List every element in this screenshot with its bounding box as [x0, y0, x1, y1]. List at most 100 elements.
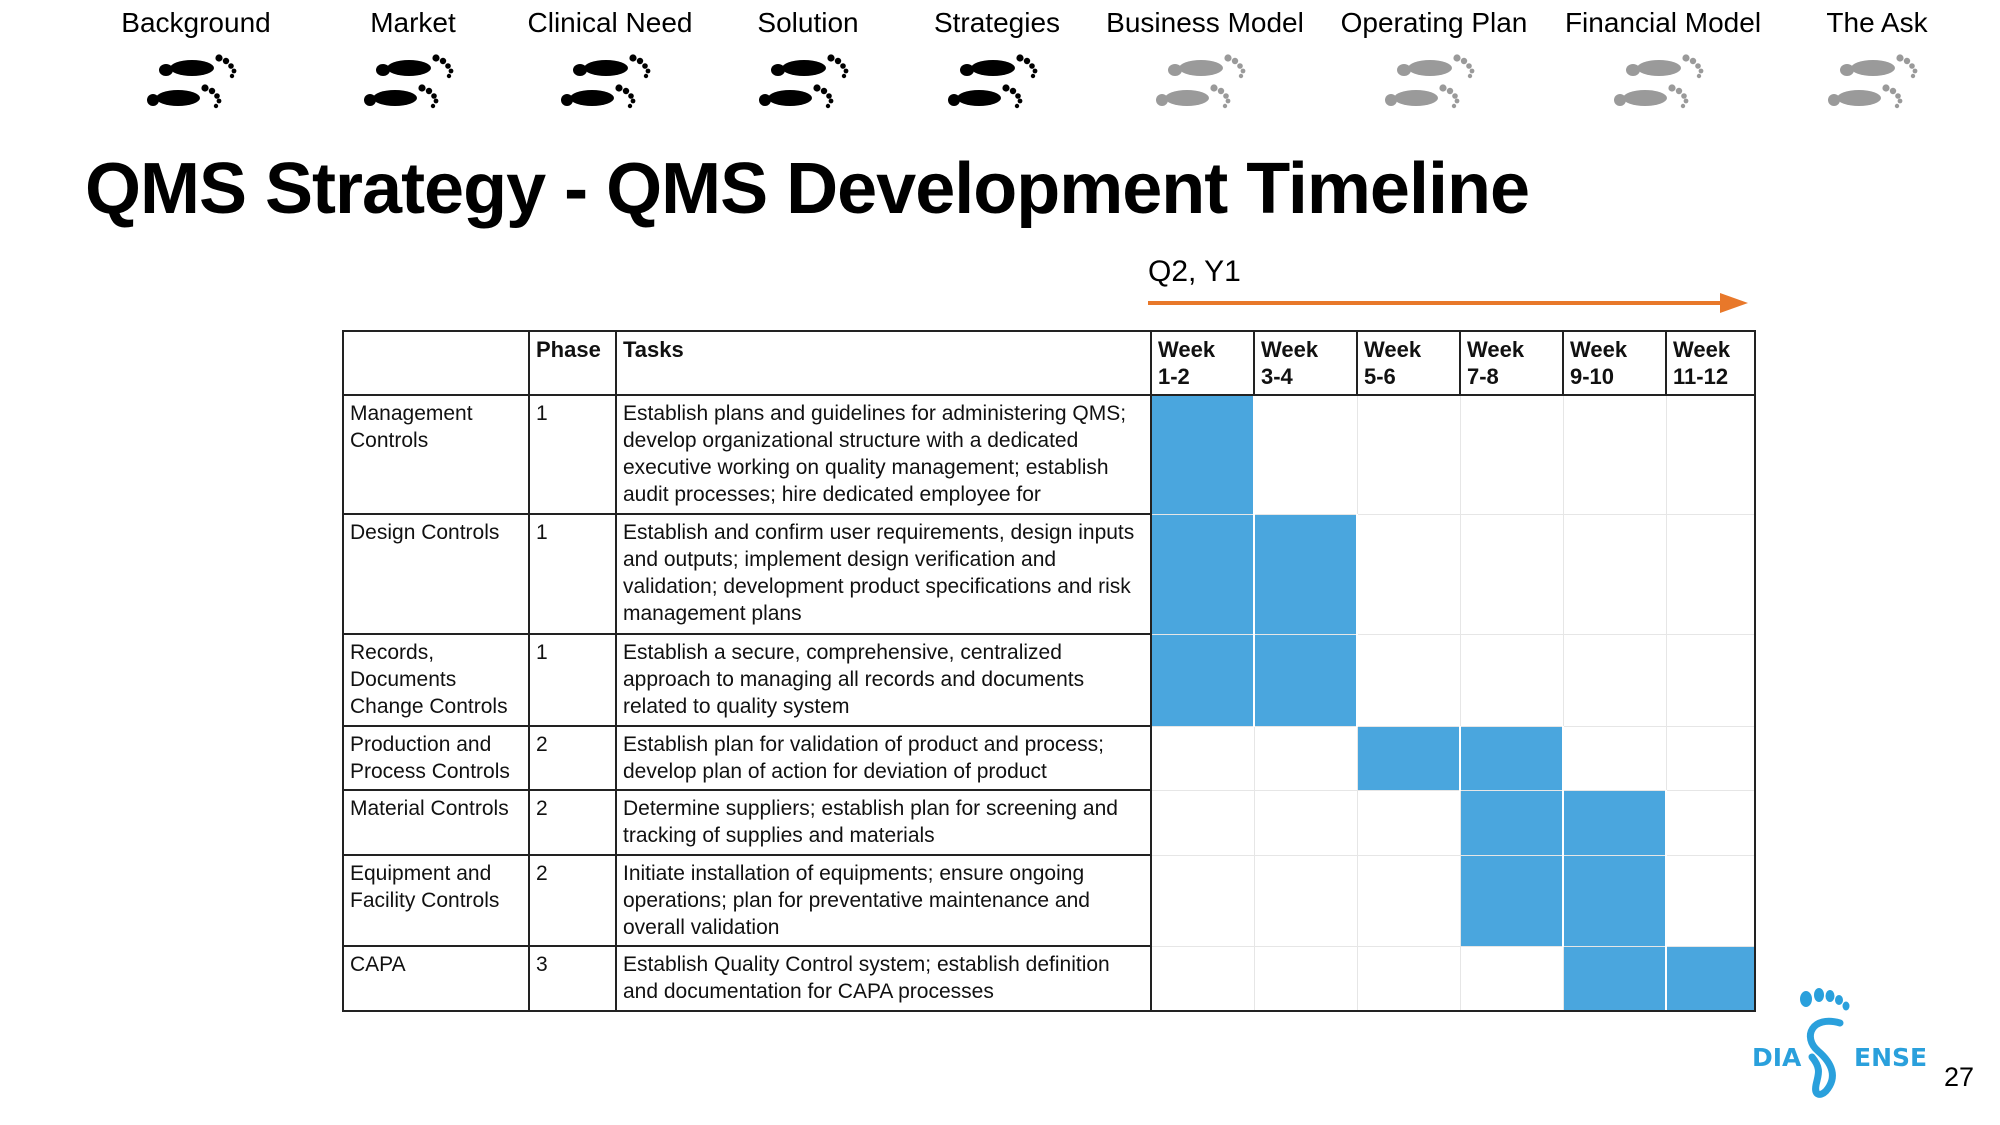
nav-step-4[interactable]: Solution [703, 0, 913, 116]
gantt-empty-cell [1357, 634, 1461, 727]
gantt-empty-cell [1666, 514, 1756, 635]
gantt-empty-cell [1357, 514, 1461, 635]
page-title: QMS Strategy - QMS Development Timeline [85, 149, 1530, 229]
gantt-bar-cell [1254, 514, 1358, 635]
gantt-empty-cell [1460, 514, 1564, 635]
nav-step-8[interactable]: Financial Model [1558, 0, 1768, 116]
timeline-arrow [1148, 293, 1748, 313]
footprints-icon [1614, 54, 1704, 109]
gantt-empty-cell [1357, 946, 1461, 1012]
tasks-cell: Establish and confirm user requirements,… [615, 513, 1152, 635]
week-header-range: 3-4 [1261, 364, 1293, 389]
nav-step-label: The Ask [1826, 7, 1928, 38]
category-cell: Records, Documents Change Controls [342, 633, 530, 727]
nav-step-label: Solution [757, 7, 859, 38]
tasks-cell: Initiate installation of equipments; ens… [615, 854, 1152, 947]
week-header-range: 5-6 [1364, 364, 1396, 389]
gantt-empty-cell [1563, 634, 1667, 727]
gantt-empty-cell [1460, 395, 1564, 515]
nav-step-label: Background [121, 7, 271, 38]
nav-step-3[interactable]: Clinical Need [505, 0, 715, 116]
phase-cell: 1 [528, 513, 617, 635]
week-header-word: Week [1570, 337, 1628, 362]
gantt-bar-cell [1460, 790, 1564, 856]
phase-cell: 2 [528, 854, 617, 947]
nav-step-label: Financial Model [1564, 7, 1762, 38]
gantt-empty-cell [1151, 726, 1255, 791]
gantt-bar-cell [1357, 726, 1461, 791]
phase-header: Phase [528, 330, 617, 396]
gantt-bar-cell [1666, 946, 1756, 1012]
foot-logo-icon [1800, 988, 1850, 1098]
logo-text-right: ENSE [1854, 1043, 1928, 1072]
phase-cell: 1 [528, 394, 617, 515]
gantt-empty-cell [1666, 726, 1756, 791]
phase-cell: 2 [528, 789, 617, 856]
section-progress-nav: Background Market Clinical Need Solution Str… [0, 0, 2000, 115]
nav-step-1[interactable]: Background [91, 0, 301, 116]
nav-step-7[interactable]: Operating Plan [1329, 0, 1539, 116]
gantt-empty-cell [1254, 790, 1358, 856]
logo-text-left: DIA [1752, 1043, 1802, 1072]
category-header [342, 330, 530, 396]
footprints-icon [759, 54, 849, 109]
tasks-cell: Establish plans and guidelines for admin… [615, 394, 1152, 515]
gantt-empty-cell [1666, 855, 1756, 947]
gantt-empty-cell [1460, 946, 1564, 1012]
tasks-cell: Determine suppliers; establish plan for … [615, 789, 1152, 856]
gantt-bar-cell [1151, 395, 1255, 515]
gantt-empty-cell [1460, 634, 1564, 727]
nav-step-6[interactable]: Business Model [1100, 0, 1310, 116]
week-header-word: Week [1158, 337, 1216, 362]
gantt-empty-cell [1666, 790, 1756, 856]
week-header-range: 9-10 [1570, 364, 1615, 389]
week-header-range: 11-12 [1673, 364, 1729, 389]
gantt-bar-cell [1254, 634, 1358, 727]
category-cell: Production and Process Controls [342, 725, 530, 791]
gantt-empty-cell [1563, 395, 1667, 515]
nav-step-label: Business Model [1106, 7, 1304, 38]
tasks-header: Tasks [615, 330, 1152, 396]
gantt-empty-cell [1357, 790, 1461, 856]
footprints-icon [948, 54, 1038, 109]
week-header-word: Week [1261, 337, 1319, 362]
nav-step-label: Operating Plan [1340, 7, 1528, 38]
nav-step-9[interactable]: The Ask [1772, 0, 1982, 116]
gantt-empty-cell [1357, 855, 1461, 947]
gantt-bar-cell [1151, 514, 1255, 635]
gantt-bar-cell [1151, 634, 1255, 727]
page-number: 27 [1944, 1062, 1975, 1092]
week-header-word: Week [1467, 337, 1525, 362]
gantt-empty-cell [1563, 514, 1667, 635]
week-header-range: 7-8 [1467, 364, 1499, 389]
category-cell: Material Controls [342, 789, 530, 856]
gantt-empty-cell [1151, 946, 1255, 1012]
nav-step-5[interactable]: Strategies [892, 0, 1102, 116]
footprints-icon [1156, 54, 1246, 109]
nav-step-label: Strategies [933, 7, 1061, 38]
nav-step-2[interactable]: Market [308, 0, 518, 116]
footprints-icon [1385, 54, 1475, 109]
week-header-word: Week [1673, 337, 1731, 362]
gantt-empty-cell [1151, 855, 1255, 947]
footprints-icon [364, 54, 454, 109]
gantt-empty-cell [1357, 395, 1461, 515]
phase-cell: 2 [528, 725, 617, 791]
gantt-empty-cell [1254, 395, 1358, 515]
nav-step-label: Clinical Need [527, 7, 693, 38]
gantt-empty-cell [1151, 790, 1255, 856]
tasks-cell: Establish a secure, comprehensive, centr… [615, 633, 1152, 727]
timeline-period-label: Q2, Y1 [1148, 255, 1241, 288]
gantt-bar-cell [1460, 726, 1564, 791]
